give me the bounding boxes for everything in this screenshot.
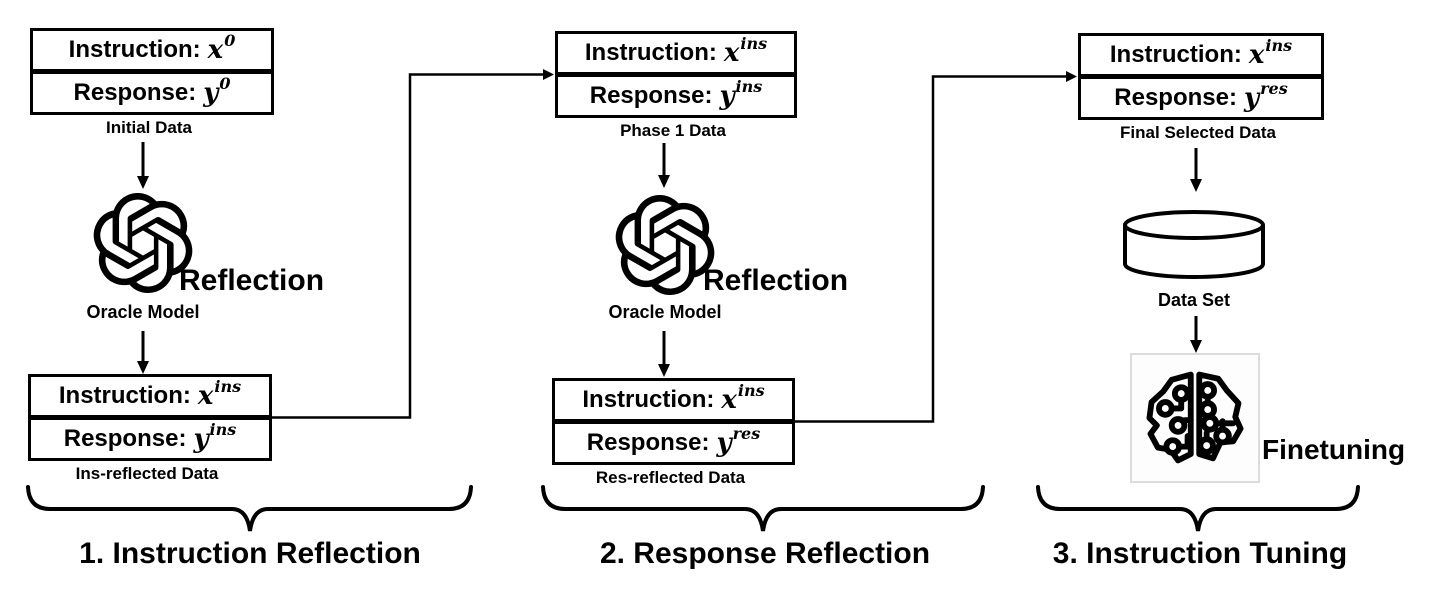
stage2-phase-caption: 2. Response Reflection <box>599 537 931 570</box>
instruction-label: Instruction: <box>584 39 717 66</box>
phase1-data-caption: Phase 1 Data <box>620 121 726 140</box>
response-variable: y <box>203 78 219 108</box>
res-reflected-data-caption: Res-reflected Data <box>595 468 746 487</box>
database-cylinder-icon <box>1123 210 1265 279</box>
response-superscript: ins <box>735 77 763 96</box>
instruction-superscript: ins <box>214 377 242 396</box>
reflection-label: Reflection <box>703 264 849 297</box>
response-label: Response: <box>73 79 197 106</box>
response-superscript: 0 <box>219 74 231 93</box>
instruction-variable: x <box>1248 40 1265 70</box>
response-variable: y <box>193 424 209 454</box>
instruction-label: Instruction: <box>58 382 191 409</box>
instruction-label: Instruction: <box>68 36 201 63</box>
oracle-model-caption: Oracle Model <box>86 302 200 322</box>
arrow-icon <box>137 142 1202 377</box>
finetuning-image-frame <box>1130 353 1260 483</box>
openai-logo-icon <box>93 193 193 293</box>
reflection-label: Reflection <box>179 264 325 297</box>
instruction-variable: x <box>197 381 214 411</box>
oracle-model-caption: Oracle Model <box>608 302 722 322</box>
instruction-label: Instruction: <box>1109 41 1242 68</box>
response-label: Response: <box>586 429 710 456</box>
response-label: Response: <box>1114 84 1237 111</box>
response-label: Response: <box>589 82 713 109</box>
instruction-superscript: ins <box>740 34 768 53</box>
instruction-superscript: 0 <box>224 31 236 50</box>
ins-reflected-data-caption: Ins-reflected Data <box>75 464 219 483</box>
instruction-variable: x <box>723 38 740 68</box>
finetuning-label: Finetuning <box>1262 434 1406 465</box>
instruction-variable: x <box>207 35 224 65</box>
instruction-variable: x <box>721 385 737 415</box>
response-label: Response: <box>63 425 187 452</box>
data-set-caption: Data Set <box>1157 290 1231 310</box>
underbrace-icon <box>26 485 1360 532</box>
response-superscript: res <box>1260 79 1288 98</box>
brain-circuit-icon <box>1146 371 1244 464</box>
elbow-connector-icon <box>789 71 1077 423</box>
initial-data-caption: Initial Data <box>106 118 192 137</box>
stage1-phase-caption: 1. Instruction Reflection <box>79 537 421 570</box>
elbow-connector-icon <box>268 69 554 419</box>
instruction-superscript: ins <box>737 381 765 400</box>
response-superscript: res <box>732 424 761 443</box>
openai-logo-icon <box>615 195 715 295</box>
response-variable: y <box>1243 83 1260 113</box>
final-selected-data-caption: Final Selected Data <box>1120 123 1276 142</box>
stage3-phase-caption: 3. Instruction Tuning <box>1052 537 1348 570</box>
instruction-label: Instruction: <box>582 386 715 413</box>
response-variable: y <box>719 81 735 111</box>
response-variable: y <box>716 428 732 458</box>
response-superscript: ins <box>209 420 237 439</box>
instruction-superscript: ins <box>1265 36 1293 55</box>
